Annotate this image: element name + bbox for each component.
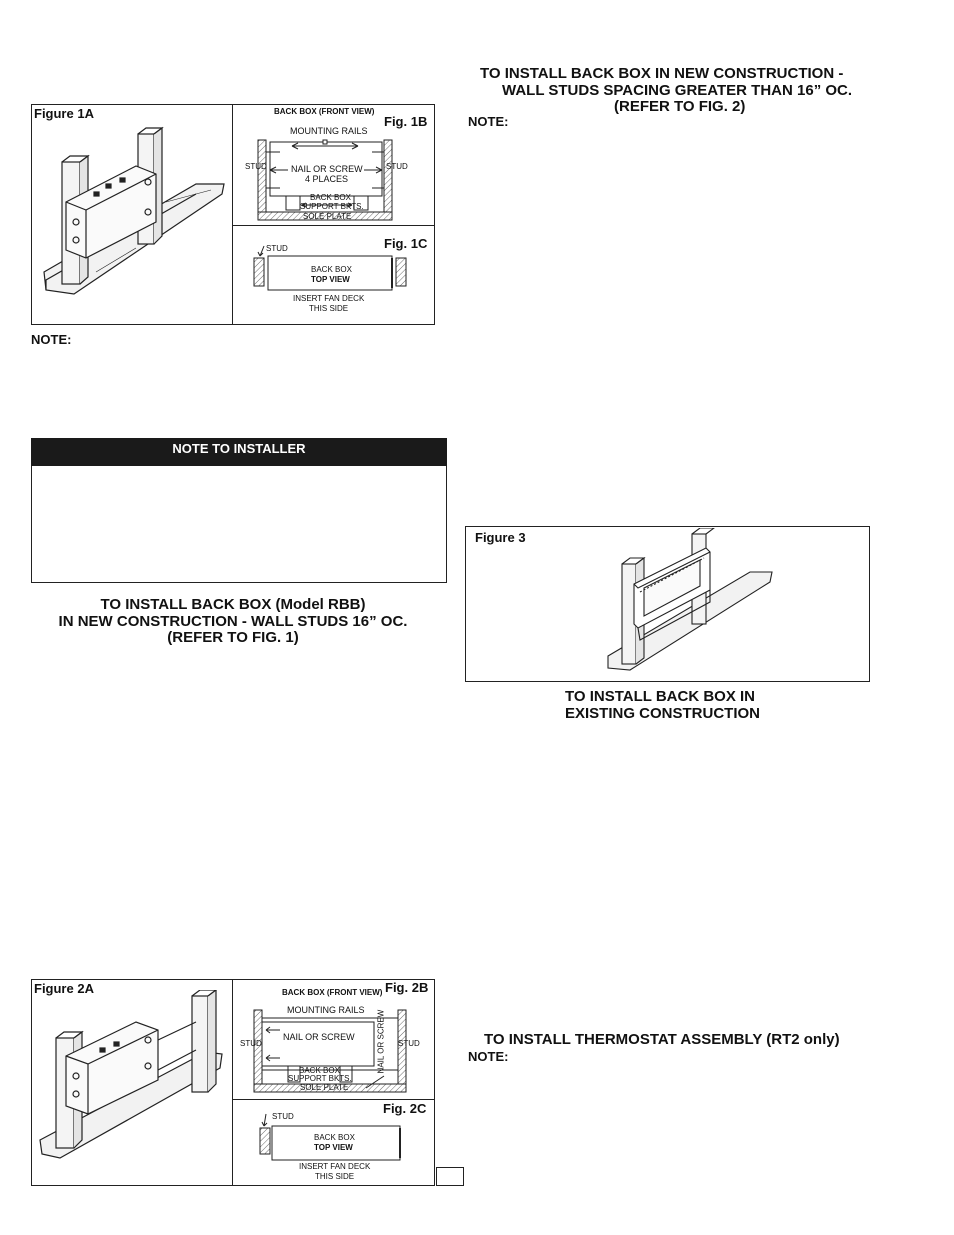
figure-2a-illustration: [39, 990, 223, 1159]
figure-1a-label: Figure 1A: [34, 106, 94, 121]
page-number-box: [436, 1167, 464, 1186]
figure-3-frame: [465, 526, 870, 682]
note-figure-1: NOTE:: [31, 332, 72, 347]
figure-1-divider-horizontal: [232, 225, 435, 226]
figure-2-divider-vertical: [232, 979, 233, 1186]
figure-3-illustration: [607, 528, 773, 671]
figure-1c-illustration: [253, 245, 407, 291]
figure-2c-box-line1: BACK BOX: [314, 1133, 355, 1142]
figure-1b-support-line1: BACK BOX: [310, 193, 351, 202]
figure-1c-box-line2: TOP VIEW: [311, 275, 350, 284]
figure-1b-mounting-rails: MOUNTING RAILS: [290, 126, 368, 136]
figure-2c-insert-line1: INSERT FAN DECK: [299, 1162, 371, 1171]
figure-2a-label: Figure 2A: [34, 981, 94, 996]
figure-1b-stud-left: STUD: [245, 162, 267, 171]
figure-2c-insert-line2: THIS SIDE: [315, 1172, 355, 1181]
heading-existing-construction: TO INSTALL BACK BOX IN EXISTING CONSTRUC…: [565, 688, 775, 722]
heading-new16-line3: (REFER TO FIG. 1): [167, 629, 299, 646]
figure-1b-stud-right: STUD: [386, 162, 408, 171]
figure-2c-stud: STUD: [272, 1112, 294, 1121]
figure-2b-illustration: [253, 1009, 407, 1093]
figure-2b-nail: NAIL OR SCREW: [283, 1032, 355, 1042]
heading-new16-line2: IN NEW CONSTRUCTION - WALL STUDS 16” OC.: [58, 612, 408, 630]
figure-1b-support-line2: SUPPORT BKTS.: [300, 202, 364, 211]
heading-greater-line1: TO INSTALL BACK BOX IN NEW CONSTRUCTION …: [480, 65, 844, 82]
heading-greater-than-16: TO INSTALL BACK BOX IN NEW CONSTRUCTION …: [468, 65, 878, 116]
figure-1b-title: BACK BOX (FRONT VIEW): [274, 107, 375, 116]
heading-greater-line3: (REFER TO FIG. 2): [614, 98, 746, 115]
figure-1a-illustration: [43, 126, 225, 295]
heading-existing-line2: EXISTING CONSTRUCTION: [565, 704, 761, 722]
figure-1b-nail-line1: NAIL OR SCREW: [291, 164, 363, 174]
figure-2c-box-line2: TOP VIEW: [314, 1143, 353, 1152]
heading-thermostat: TO INSTALL THERMOSTAT ASSEMBLY (RT2 only…: [484, 1031, 840, 1048]
figure-1c-insert-line1: INSERT FAN DECK: [293, 294, 365, 303]
figure-2b-stud-left: STUD: [240, 1039, 262, 1048]
figure-1c-insert-line2: THIS SIDE: [309, 304, 349, 313]
figure-1-frame: [31, 104, 435, 325]
figure-2b-title: BACK BOX (FRONT VIEW): [282, 988, 383, 997]
figure-2b-label: Fig. 2B: [385, 980, 429, 995]
installer-note-title: NOTE TO INSTALLER: [172, 441, 306, 456]
figure-2b-sole-plate: SOLE PLATE: [300, 1083, 349, 1092]
figure-1-divider-vertical: [232, 104, 233, 325]
heading-new16-line1: TO INSTALL BACK BOX (Model RBB): [100, 596, 366, 613]
note-thermostat: NOTE:: [468, 1049, 509, 1064]
figure-1b-sole-plate: SOLE PLATE: [303, 212, 352, 221]
figure-1b-label: Fig. 1B: [384, 114, 428, 129]
heading-new-construction-16: TO INSTALL BACK BOX (Model RBB) IN NEW C…: [31, 596, 435, 647]
figure-2c-illustration: [259, 1113, 401, 1161]
figure-2b-support-line2: SUPPORT BKTS.: [288, 1074, 352, 1083]
figure-2-frame: [31, 979, 435, 1186]
figure-2c-label: Fig. 2C: [383, 1101, 427, 1116]
figure-2b-nail-vertical: NAIL OR SCREW: [376, 1009, 386, 1074]
figure-1c-label: Fig. 1C: [384, 236, 428, 251]
figure-1c-stud: STUD: [266, 244, 288, 253]
installer-note-header: [31, 438, 447, 466]
figure-1c-box-line1: BACK BOX: [311, 265, 352, 274]
figure-2b-support-line1: BACK BOX: [299, 1066, 340, 1075]
figure-3-label: Figure 3: [475, 530, 526, 545]
heading-existing-line1: TO INSTALL BACK BOX IN: [565, 688, 756, 705]
figure-1b-illustration: [257, 139, 393, 221]
figure-2-divider-horizontal: [232, 1099, 435, 1100]
figure-1b-nail-line2: 4 PLACES: [305, 174, 349, 184]
heading-greater-line2: WALL STUDS SPACING GREATER THAN 16” OC.: [502, 81, 853, 99]
figure-2b-stud-right: STUD: [398, 1039, 420, 1048]
figure-2b-mounting-rails: MOUNTING RAILS: [287, 1005, 365, 1015]
note-greater-than-16: NOTE:: [468, 114, 509, 129]
